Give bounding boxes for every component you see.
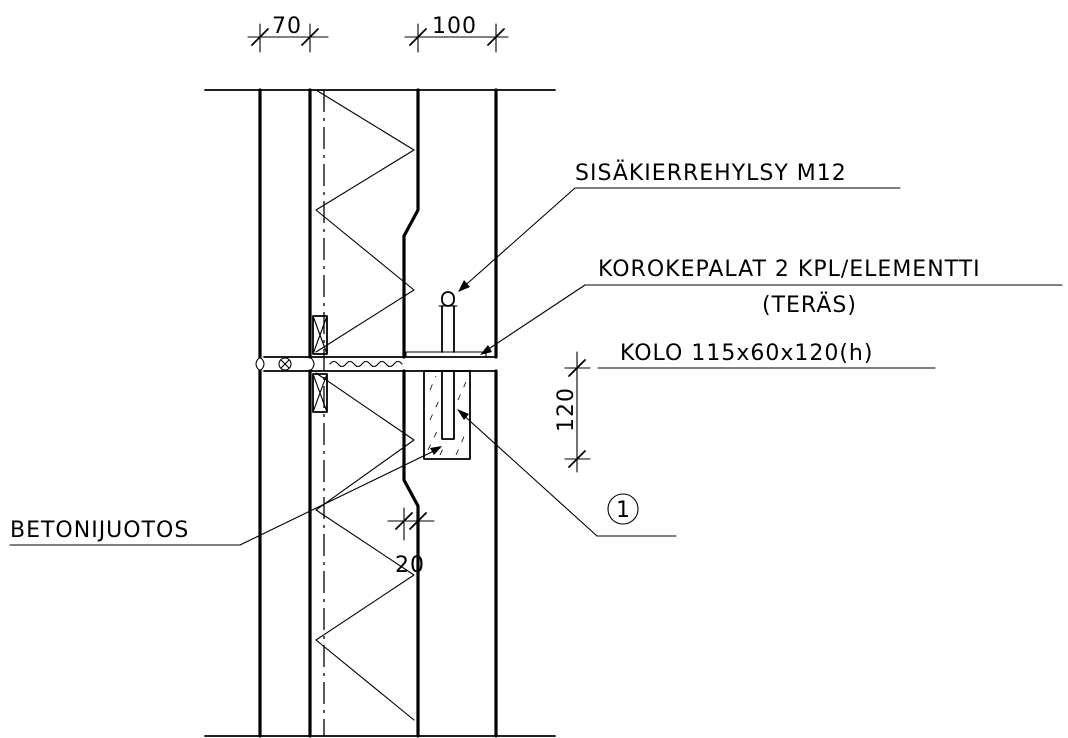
dimension-70-label: 70 [272, 14, 302, 39]
horizontal-joint [255, 356, 497, 372]
outer-wythe-upper [258, 88, 312, 359]
threaded-sleeve [438, 291, 458, 440]
joint-insulation [329, 360, 403, 368]
shims-leader [480, 284, 1063, 355]
dimension-120-label: 120 [554, 387, 579, 432]
insulation-upper [315, 89, 415, 353]
outer-wythe-lower [258, 369, 312, 738]
inner-wythe-lower [402, 369, 498, 738]
dimension-100 [404, 23, 509, 53]
dimension-120 [564, 351, 936, 473]
dimension-20-label: 20 [395, 553, 425, 578]
wood-block-lower [312, 373, 328, 413]
joint-seal-icon [278, 357, 292, 371]
wood-block-upper [312, 315, 328, 355]
grout-leader [9, 446, 442, 546]
shims-label: KOROKEPALAT 2 KPL/ELEMENTTI [598, 257, 981, 282]
callout-1-leader [457, 409, 677, 537]
sleeve-label: SISÄKIERREHYLSY M12 [575, 160, 847, 186]
shims-material-label: (TERÄS) [762, 292, 857, 318]
inner-wythe-upper [402, 88, 498, 359]
recess-label: KOLO 115x60x120(h) [620, 341, 873, 366]
dimension-70 [247, 23, 329, 53]
insulation-lower [315, 372, 415, 721]
steel-shims [405, 351, 487, 358]
callout-1-number: 1 [616, 498, 631, 523]
dimension-100-label: 100 [432, 14, 477, 39]
dimension-20 [387, 507, 435, 541]
grout-label: BETONIJUOTOS [10, 518, 189, 543]
sleeve-leader [458, 187, 901, 292]
